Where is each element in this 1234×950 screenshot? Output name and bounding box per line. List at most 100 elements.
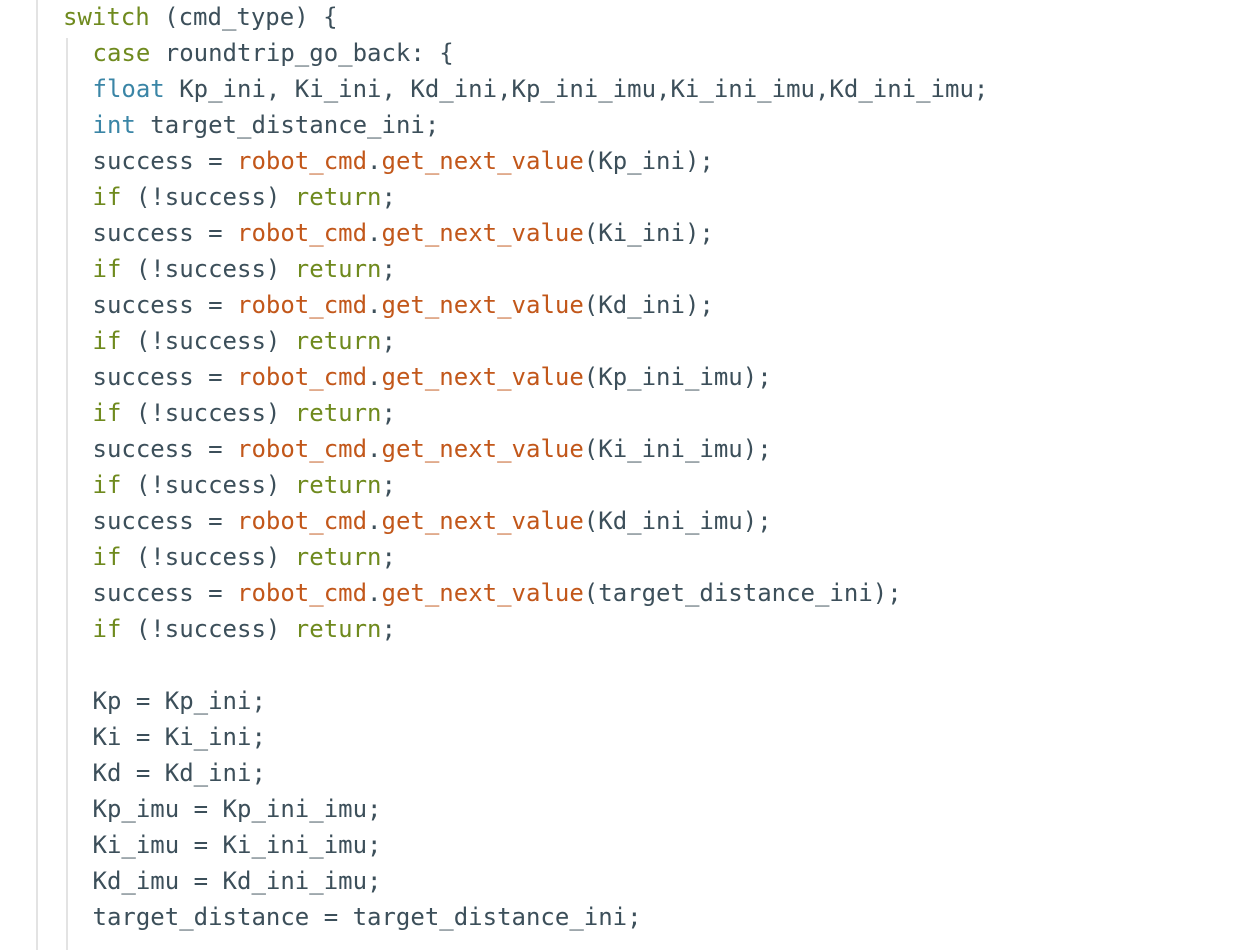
keyword-token: if [92, 399, 122, 427]
code-line: if (!success) return; [93, 323, 396, 359]
keyword-token: return [294, 327, 382, 355]
code-line: int target_distance_ini; [93, 107, 440, 143]
code-token: Ki = Ki_ini; [92, 723, 266, 751]
code-token: (!success) [121, 255, 295, 283]
keyword-token: return [294, 255, 382, 283]
keyword-token: return [294, 471, 382, 499]
code-token: (cmd_type) { [149, 3, 338, 31]
code-token: . [367, 507, 382, 535]
code-token: success = [92, 363, 237, 391]
code-token: success = [92, 435, 237, 463]
keyword-token: if [92, 183, 122, 211]
function-token: get_next_value [381, 579, 584, 607]
function-token: robot_cmd [237, 579, 368, 607]
function-token: robot_cmd [237, 507, 368, 535]
code-token: . [367, 435, 382, 463]
code-token: ; [381, 471, 396, 499]
keyword-token: case [92, 39, 151, 67]
code-token: (!success) [121, 183, 295, 211]
keyword-token: return [294, 183, 382, 211]
code-token: (!success) [121, 615, 295, 643]
function-token: robot_cmd [237, 363, 368, 391]
code-token: success = [92, 147, 237, 175]
code-line: Kd = Kd_ini; [93, 755, 266, 791]
keyword-token: switch [63, 3, 150, 31]
keyword-token: if [92, 255, 122, 283]
code-token: (!success) [121, 399, 295, 427]
code-token: ; [381, 543, 396, 571]
keyword-token: if [92, 471, 122, 499]
code-token: target_distance = target_distance_ini; [92, 903, 642, 931]
keyword-token: if [92, 615, 122, 643]
code-token: ; [381, 399, 396, 427]
function-token: get_next_value [381, 435, 584, 463]
code-token: Kp_imu = Kp_ini_imu; [92, 795, 382, 823]
code-token: (!success) [121, 471, 295, 499]
code-line: Ki_imu = Ki_ini_imu; [93, 827, 382, 863]
code-token: (!success) [121, 327, 295, 355]
code-token: . [367, 291, 382, 319]
function-token: robot_cmd [237, 291, 368, 319]
code-line: case roundtrip_go_back: { [93, 35, 454, 71]
code-token: ; [381, 183, 396, 211]
code-token: success = [92, 291, 237, 319]
function-token: robot_cmd [237, 435, 368, 463]
code-line: success = robot_cmd.get_next_value(Kd_in… [93, 503, 772, 539]
code-token: roundtrip_go_back: { [150, 39, 454, 67]
function-token: robot_cmd [237, 147, 368, 175]
type-token: int [92, 111, 136, 139]
code-line: Ki = Ki_ini; [93, 719, 266, 755]
code-token: (Kp_ini_imu); [583, 363, 772, 391]
code-line: switch (cmd_type) { [63, 0, 338, 35]
function-token: get_next_value [381, 219, 584, 247]
code-token: ; [381, 255, 396, 283]
code-line: success = robot_cmd.get_next_value(targe… [93, 575, 902, 611]
function-token: robot_cmd [237, 219, 368, 247]
code-line: if (!success) return; [93, 611, 396, 647]
code-line: if (!success) return; [93, 539, 396, 575]
function-token: get_next_value [381, 507, 584, 535]
keyword-token: if [92, 327, 122, 355]
code-token: Kd_imu = Kd_ini_imu; [92, 867, 382, 895]
code-line: Kp = Kp_ini; [93, 683, 266, 719]
code-token: . [367, 219, 382, 247]
indent-guide-outer [36, 0, 38, 950]
function-token: get_next_value [381, 363, 584, 391]
code-line: Kp_imu = Kp_ini_imu; [93, 791, 382, 827]
keyword-token: return [294, 615, 382, 643]
code-token: . [367, 363, 382, 391]
function-token: get_next_value [381, 147, 584, 175]
code-token: . [367, 579, 382, 607]
code-line: success = robot_cmd.get_next_value(Kp_in… [93, 143, 714, 179]
code-token: success = [92, 579, 237, 607]
code-token: (target_distance_ini); [583, 579, 902, 607]
code-line: success = robot_cmd.get_next_value(Ki_in… [93, 431, 772, 467]
code-token: Kp = Kp_ini; [92, 687, 266, 715]
code-token: (Kd_ini_imu); [583, 507, 772, 535]
code-line: success = robot_cmd.get_next_value(Kp_in… [93, 359, 772, 395]
code-token: . [367, 147, 382, 175]
function-token: get_next_value [381, 291, 584, 319]
code-token: (!success) [121, 543, 295, 571]
keyword-token: return [294, 543, 382, 571]
code-token: ; [381, 615, 396, 643]
code-line: target_distance = target_distance_ini; [93, 899, 642, 935]
code-line: if (!success) return; [93, 251, 396, 287]
type-token: float [92, 75, 165, 103]
code-token: (Ki_ini_imu); [583, 435, 772, 463]
code-token: Kp_ini, Ki_ini, Kd_ini,Kp_ini_imu,Ki_ini… [164, 75, 989, 103]
code-token: success = [92, 219, 237, 247]
code-line: float Kp_ini, Ki_ini, Kd_ini,Kp_ini_imu,… [93, 71, 989, 107]
code-line: if (!success) return; [93, 467, 396, 503]
code-token: target_distance_ini; [135, 111, 440, 139]
indent-guide-inner [66, 38, 68, 950]
code-line: success = robot_cmd.get_next_value(Kd_in… [93, 287, 714, 323]
keyword-token: if [92, 543, 122, 571]
code-line: success = robot_cmd.get_next_value(Ki_in… [93, 215, 714, 251]
code-line: if (!success) return; [93, 395, 396, 431]
code-token: success = [92, 507, 237, 535]
code-line: Kd_imu = Kd_ini_imu; [93, 863, 382, 899]
code-token: Ki_imu = Ki_ini_imu; [92, 831, 382, 859]
code-token: (Kp_ini); [583, 147, 714, 175]
